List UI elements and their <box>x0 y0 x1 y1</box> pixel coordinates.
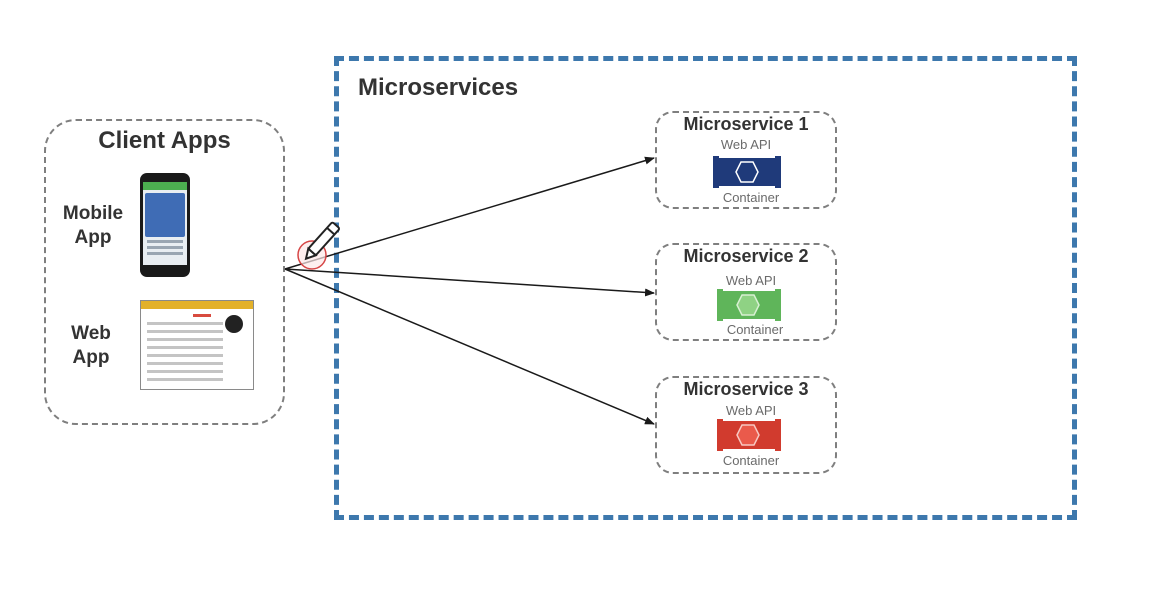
container-icon-3 <box>717 419 781 451</box>
client-apps-boundary <box>44 119 285 425</box>
web-app-screenshot <box>140 300 254 390</box>
microservice-3-title: Microservice 3 <box>683 379 809 399</box>
microservices-title: Microservices <box>358 74 519 101</box>
microservice-1-api-label: Web API <box>720 137 772 152</box>
mobile-app-label: Mobile App <box>62 203 124 248</box>
container-icon-2 <box>717 289 781 321</box>
microservice-1-title: Microservice 1 <box>683 114 809 134</box>
microservice-3-container-label: Container <box>722 453 780 468</box>
pencil-icon <box>304 221 340 261</box>
microservice-2-box <box>655 243 837 341</box>
microservice-3-box <box>655 376 837 474</box>
microservice-2-container-label: Container <box>726 322 784 337</box>
microservice-2-title: Microservice 2 <box>683 246 809 266</box>
microservice-3-api-label: Web API <box>725 403 777 418</box>
microservice-1-box <box>655 111 837 209</box>
container-icon-1 <box>713 156 781 188</box>
microservices-boundary <box>334 56 1077 520</box>
microservice-1-container-label: Container <box>722 190 780 205</box>
arrow-to-microservice-1 <box>284 156 655 270</box>
microservice-2-api-label: Web API <box>725 273 777 288</box>
arrow-to-microservice-2 <box>284 268 655 297</box>
mobile-phone-image <box>140 173 190 277</box>
arrow-to-microservice-3 <box>284 268 655 425</box>
web-app-label: Web App <box>71 323 111 368</box>
client-apps-title: Client Apps <box>98 127 231 154</box>
